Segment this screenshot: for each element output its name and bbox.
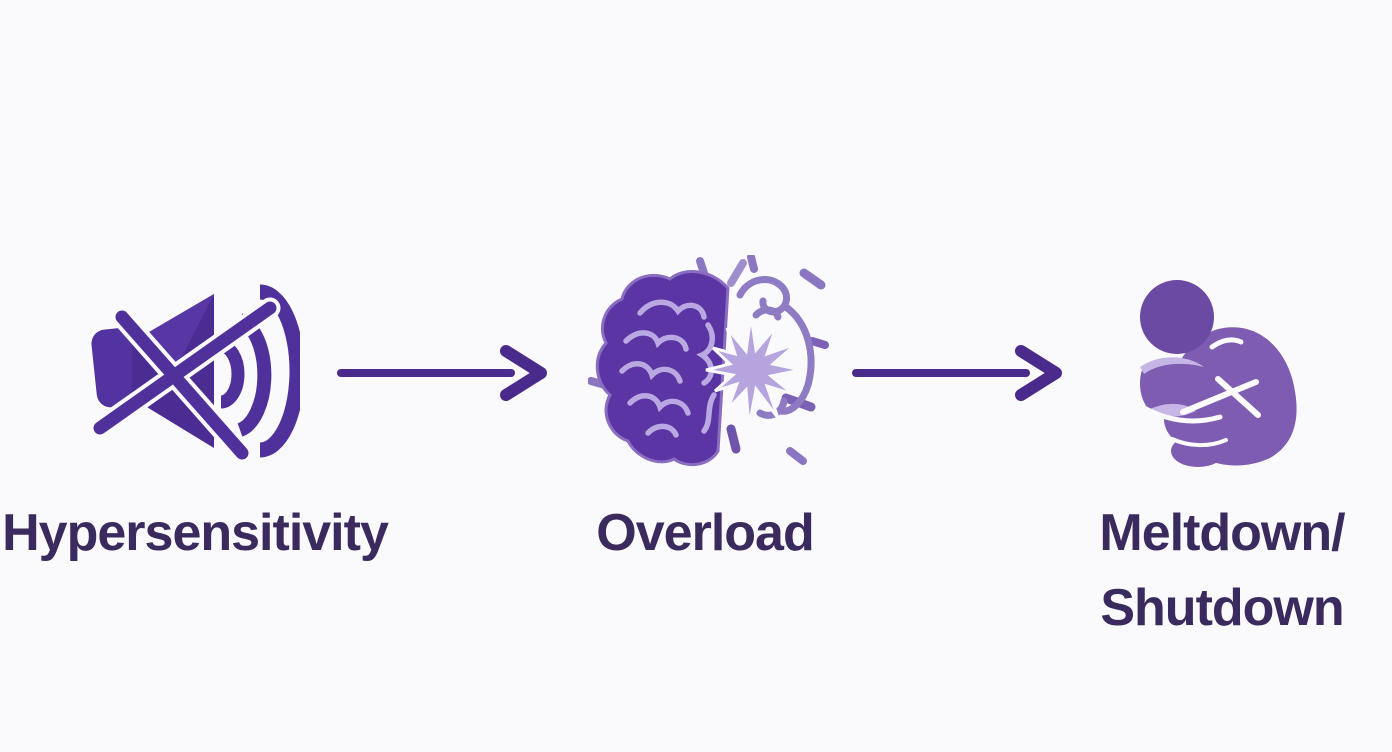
step-label-hypersensitivity: Hypersensitivity xyxy=(2,496,389,571)
arrow-right-icon xyxy=(850,343,1065,403)
brain-burst-icon xyxy=(587,253,830,473)
step-label-line: Shutdown xyxy=(1100,579,1344,638)
muted-speaker-icon xyxy=(89,280,305,464)
curled-person-icon xyxy=(1120,275,1315,473)
step-label-meltdown-shutdown: Meltdown/ Shutdown xyxy=(1099,496,1345,647)
arrow-right-icon xyxy=(335,343,550,403)
step-label-line: Overload xyxy=(596,504,814,562)
step-label-line: Meltdown/ xyxy=(1099,504,1345,562)
step-label-line: Hypersensitivity xyxy=(2,504,389,562)
step-label-overload: Overload xyxy=(596,496,814,571)
